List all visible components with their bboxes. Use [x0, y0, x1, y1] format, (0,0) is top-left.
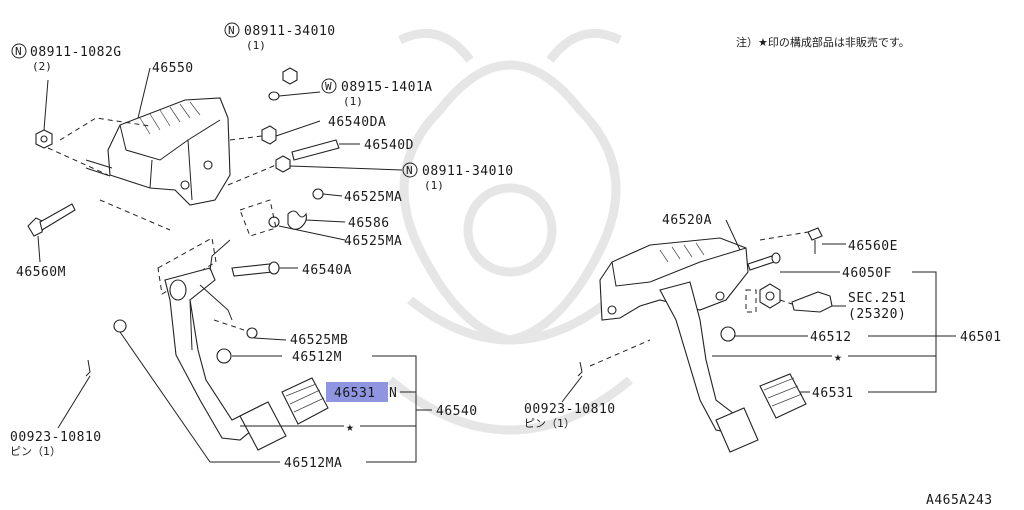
left-pedal-arm-drawing: [113, 239, 329, 451]
pin-left-drawing: [57, 359, 91, 429]
callout-part-number: 46525MA: [344, 190, 402, 205]
callout-part-number: 00923-10810: [524, 402, 616, 417]
callout-part-number: 46050F: [842, 266, 892, 281]
callout-quantity: (2): [32, 60, 52, 73]
callout-quantity: (1): [424, 179, 444, 192]
callout-part-number: 46540: [436, 404, 478, 419]
callout-suffix: N: [389, 386, 397, 401]
right-hardware-drawing: [745, 227, 833, 313]
note-non-sale: 注）★印の構成部品は非販売です。: [736, 35, 910, 49]
callout-part-number: 46550: [152, 61, 194, 76]
callout-part-number: 08915-1401A: [341, 80, 433, 95]
callout-part-number: 46531: [812, 386, 854, 401]
diagram-code: A465A243: [926, 493, 993, 508]
leaders-left: [119, 67, 432, 463]
star-non-sale: ★: [834, 350, 842, 365]
bolt-46560m-drawing: [27, 203, 76, 263]
highlight-46531: [326, 382, 388, 402]
star-non-sale: ★: [346, 420, 354, 435]
circle-w-icon: [321, 78, 337, 94]
callout-part-number: 46540A: [302, 263, 352, 278]
nut-08911-1082g-drawing: [35, 79, 53, 149]
callout-part-number: 46525MA: [344, 234, 402, 249]
callout-quantity: (1): [343, 95, 363, 108]
callout-description: ピン（1）: [10, 445, 61, 458]
pin-46540a-drawing: [231, 261, 298, 277]
pin-right-drawing: [561, 339, 651, 403]
callout-part-number: 08911-34010: [244, 24, 336, 39]
callout-part-number: 46512M: [292, 350, 342, 365]
callout-section-ref[interactable]: SEC.251: [848, 291, 906, 306]
callout-part-number: 46512MA: [284, 456, 342, 471]
callout-prefix: N: [228, 24, 235, 37]
callout-part-number: 08911-1082G: [30, 45, 122, 60]
callout-part-number: 46501: [960, 330, 1002, 345]
labels: N 08911-1082G (2) 46550 N 08911-34010 (1…: [10, 22, 1002, 508]
leaders-right: [712, 219, 956, 393]
callout-part-number: 08911-34010: [422, 164, 514, 179]
callout-description: ピン（1）: [524, 417, 575, 430]
right-pedal-bracket-drawing: [599, 237, 807, 453]
circle-n-icon: [11, 43, 27, 59]
leader-guides-left: [47, 117, 277, 331]
callout-part-number-highlighted[interactable]: 46531: [334, 386, 376, 401]
circle-n-icon: [402, 162, 418, 178]
callout-part-number: 46540DA: [328, 115, 386, 130]
callout-part-number: 00923-10810: [10, 430, 102, 445]
bracket-46550-drawing: [85, 97, 231, 206]
watermark-emblem: [387, 28, 633, 435]
callout-prefix: W: [325, 80, 332, 93]
callout-part-number: 46512: [810, 330, 852, 345]
callout-part-number: 46540D: [364, 138, 414, 153]
callout-section-sub: (25320): [848, 307, 906, 322]
callout-part-number: 46560E: [848, 239, 898, 254]
callout-prefix: N: [406, 164, 413, 177]
callout-part-number: 46525MB: [290, 333, 348, 348]
callout-prefix: N: [15, 45, 22, 58]
circle-n-icon: [224, 22, 240, 38]
small-hardware-top: [261, 67, 403, 241]
callout-quantity: (1): [246, 39, 266, 52]
callout-part-number: 46586: [348, 216, 390, 231]
callout-part-number: 46560M: [16, 265, 66, 280]
callout-part-number: 46520A: [662, 213, 712, 228]
